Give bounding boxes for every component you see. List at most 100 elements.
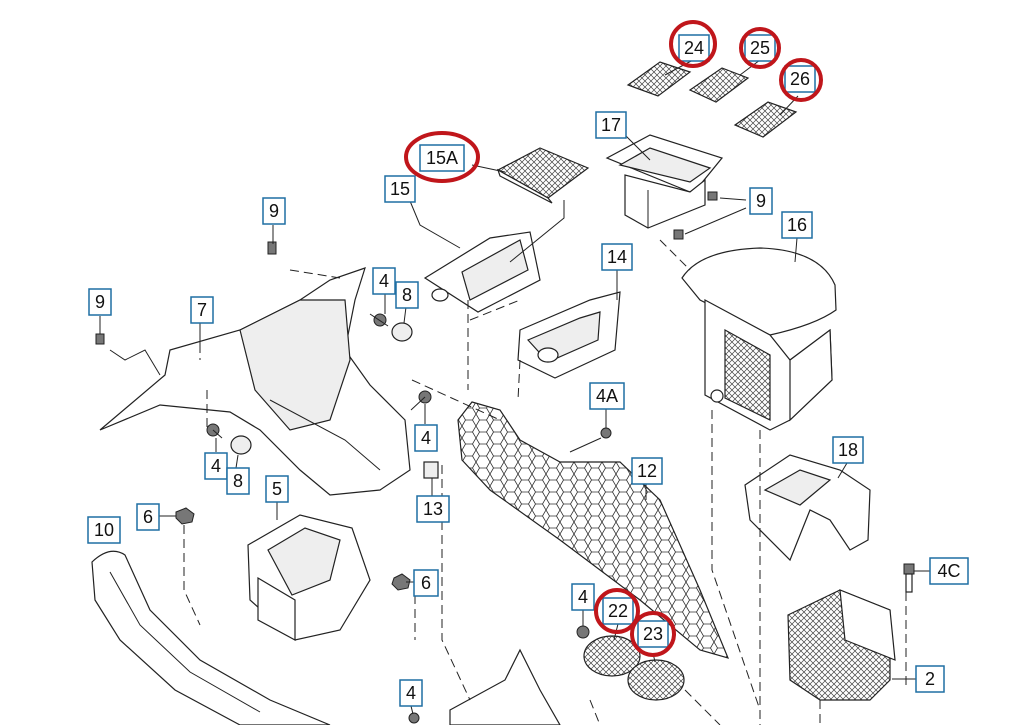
callout-4-near-22[interactable]: 4 bbox=[571, 583, 595, 611]
callout-8-top[interactable]: 8 bbox=[395, 281, 419, 309]
ashtray-insert-14 bbox=[517, 291, 621, 379]
svg-text:15A: 15A bbox=[426, 148, 458, 168]
svg-text:5: 5 bbox=[272, 479, 282, 499]
storage-tray-17 bbox=[605, 134, 724, 229]
svg-text:17: 17 bbox=[601, 115, 621, 135]
svg-text:25: 25 bbox=[750, 38, 770, 58]
clip-9-left bbox=[95, 333, 105, 345]
callout-18[interactable]: 18 bbox=[832, 436, 864, 464]
callout-15[interactable]: 15 bbox=[384, 175, 416, 203]
screw-4-mid bbox=[410, 390, 432, 411]
mesh-side-panel-12 bbox=[457, 401, 730, 659]
svg-text:22: 22 bbox=[608, 601, 628, 621]
screw-4A bbox=[600, 427, 612, 439]
svg-text:9: 9 bbox=[269, 201, 279, 221]
svg-text:26: 26 bbox=[790, 69, 810, 89]
callout-10[interactable]: 10 bbox=[87, 516, 121, 544]
highlight-rings bbox=[404, 20, 823, 657]
svg-text:4A: 4A bbox=[596, 386, 618, 406]
svg-text:18: 18 bbox=[838, 440, 858, 460]
svg-text:7: 7 bbox=[197, 300, 207, 320]
callout-22[interactable]: 22 bbox=[602, 597, 634, 625]
callout-17[interactable]: 17 bbox=[595, 111, 627, 139]
svg-text:8: 8 bbox=[233, 471, 243, 491]
svg-text:4: 4 bbox=[406, 683, 416, 703]
screw-4-left bbox=[206, 423, 223, 439]
screw-4-bottom bbox=[408, 712, 420, 724]
callout-13[interactable]: 13 bbox=[416, 495, 450, 523]
air-duct-10 bbox=[91, 550, 331, 725]
nut-6-top bbox=[175, 507, 195, 525]
cover-panel-15 bbox=[423, 231, 541, 313]
callout-9-mid[interactable]: 9 bbox=[262, 197, 286, 225]
svg-text:9: 9 bbox=[756, 191, 766, 211]
svg-text:14: 14 bbox=[607, 247, 627, 267]
callout-4-mid[interactable]: 4 bbox=[414, 424, 438, 452]
svg-text:4: 4 bbox=[421, 428, 431, 448]
highlight-ring-23 bbox=[630, 611, 676, 657]
rear-trim bbox=[449, 648, 561, 725]
callout-15A[interactable]: 15A bbox=[419, 144, 465, 172]
clip-9-mid bbox=[267, 241, 277, 255]
callout-9-right[interactable]: 9 bbox=[749, 187, 773, 215]
screw-4-top bbox=[369, 313, 389, 327]
callout-6-top[interactable]: 6 bbox=[136, 503, 160, 531]
svg-text:6: 6 bbox=[421, 573, 431, 593]
armrest-16 bbox=[681, 247, 837, 431]
perforated-mat-26 bbox=[733, 101, 798, 138]
highlight-ring-26 bbox=[779, 58, 823, 102]
callout-4C[interactable]: 4C bbox=[929, 557, 969, 585]
svg-text:2: 2 bbox=[925, 669, 935, 689]
screw-4-bottom-mid bbox=[576, 625, 590, 639]
clip-nut-13 bbox=[423, 461, 439, 479]
perforated-mat-15A bbox=[496, 147, 590, 204]
callout-16[interactable]: 16 bbox=[781, 211, 813, 239]
mesh-cover-22 bbox=[583, 635, 641, 677]
svg-text:24: 24 bbox=[684, 38, 704, 58]
callout-2[interactable]: 2 bbox=[915, 665, 945, 693]
svg-text:6: 6 bbox=[143, 507, 153, 527]
svg-text:10: 10 bbox=[94, 520, 114, 540]
callout-6-right[interactable]: 6 bbox=[413, 569, 439, 597]
center-console-trim-7 bbox=[99, 267, 411, 496]
svg-text:4: 4 bbox=[379, 271, 389, 291]
svg-text:4: 4 bbox=[211, 456, 221, 476]
callout-7[interactable]: 7 bbox=[190, 296, 214, 324]
mesh-cover-23 bbox=[627, 659, 685, 701]
svg-text:4: 4 bbox=[578, 587, 588, 607]
callout-4-bottom[interactable]: 4 bbox=[399, 679, 423, 707]
perforated-mat-25 bbox=[688, 67, 750, 103]
callout-26[interactable]: 26 bbox=[784, 65, 816, 93]
svg-text:4C: 4C bbox=[937, 561, 960, 581]
highlight-ring-15A bbox=[404, 131, 480, 183]
highlight-ring-24 bbox=[669, 20, 717, 68]
callout-12[interactable]: 12 bbox=[631, 457, 663, 485]
callout-24[interactable]: 24 bbox=[678, 34, 710, 62]
gear-shift-bracket-5 bbox=[247, 514, 371, 642]
perforated-mat-24 bbox=[626, 61, 692, 97]
svg-text:15: 15 bbox=[390, 179, 410, 199]
svg-text:13: 13 bbox=[423, 499, 443, 519]
callout-4-top[interactable]: 4 bbox=[372, 267, 396, 295]
cap-8-top bbox=[391, 322, 413, 342]
armrest-bracket-18 bbox=[744, 454, 871, 562]
svg-text:23: 23 bbox=[643, 624, 663, 644]
callout-5[interactable]: 5 bbox=[265, 475, 289, 503]
callout-4-left[interactable]: 4 bbox=[204, 452, 228, 480]
callout-4A[interactable]: 4A bbox=[589, 382, 625, 410]
svg-text:12: 12 bbox=[637, 461, 657, 481]
callout-25[interactable]: 25 bbox=[744, 34, 776, 62]
svg-text:16: 16 bbox=[787, 215, 807, 235]
svg-text:8: 8 bbox=[402, 285, 412, 305]
callout-14[interactable]: 14 bbox=[601, 243, 633, 271]
callouts: 24 25 26 17 15A 15 9 9 bbox=[87, 34, 969, 707]
svg-text:9: 9 bbox=[95, 292, 105, 312]
callout-23[interactable]: 23 bbox=[637, 620, 669, 648]
highlight-ring-22 bbox=[594, 588, 640, 634]
assembly-lines bbox=[183, 239, 907, 725]
mounting-frame-2 bbox=[787, 589, 896, 701]
leader-lines bbox=[99, 59, 930, 715]
callout-8-left[interactable]: 8 bbox=[226, 467, 250, 495]
callout-9-left[interactable]: 9 bbox=[88, 288, 112, 316]
